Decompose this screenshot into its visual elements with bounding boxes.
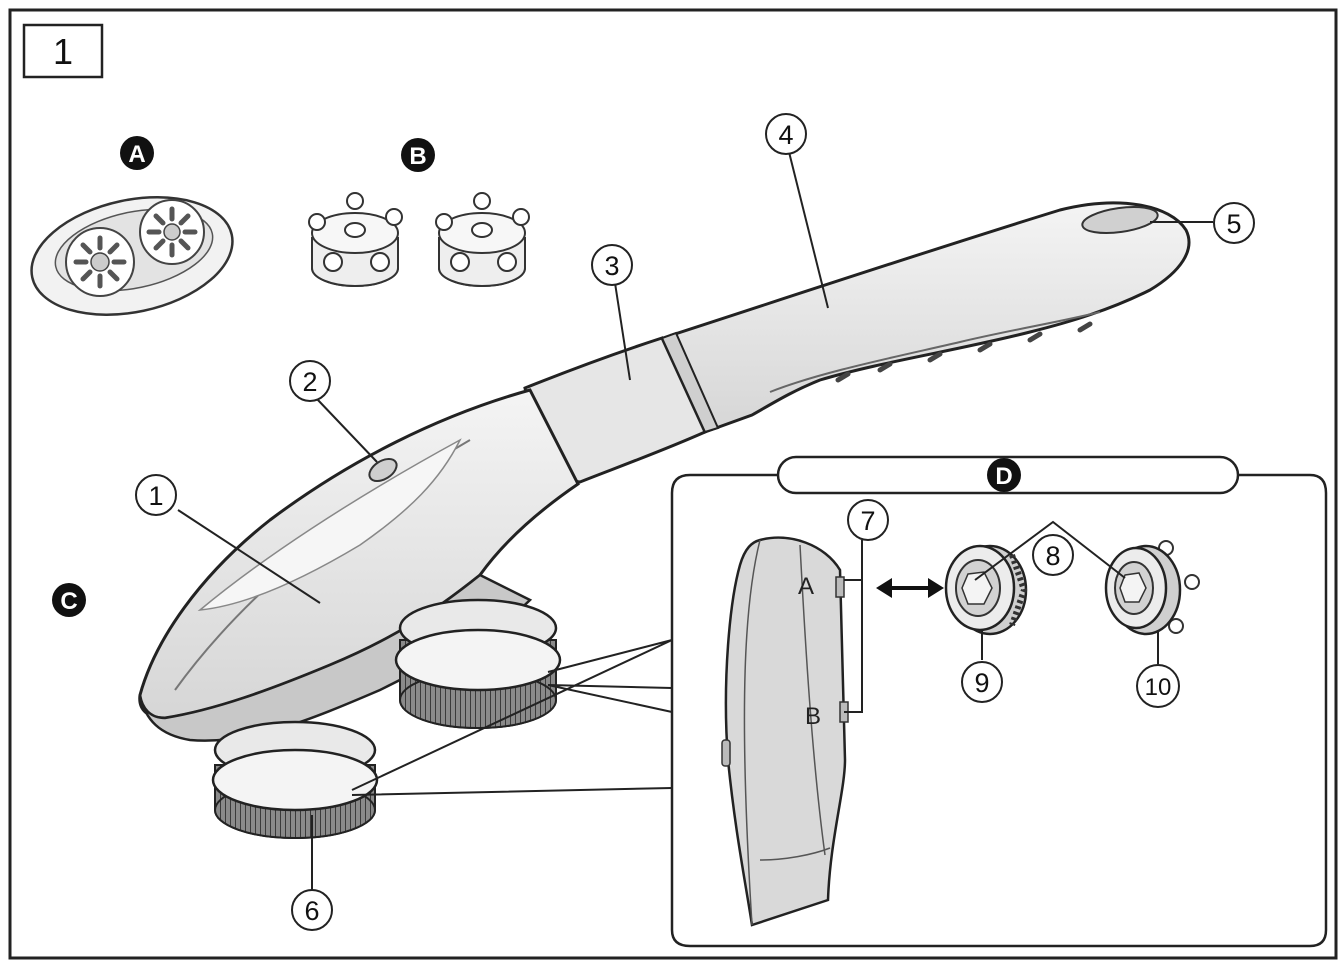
- section-c-label: C: [60, 588, 77, 615]
- callout-1: 1: [135, 474, 177, 516]
- outer-frame: [8, 8, 1338, 960]
- section-a-label: A: [128, 141, 145, 168]
- brush-head-front: [211, 720, 379, 839]
- port-a-label: A: [798, 573, 814, 600]
- callout-9-number: 9: [974, 668, 989, 698]
- callout-7-number: 7: [860, 506, 875, 536]
- zoom-lines: [351, 639, 673, 796]
- figure-number: 1: [53, 31, 73, 72]
- shaft-housing: [724, 536, 847, 927]
- callout-3-number: 3: [604, 251, 619, 281]
- pad-wheel-right: [139, 199, 205, 265]
- figure-number-box: 1: [22, 23, 104, 79]
- attachment-adapter: [1104, 540, 1200, 636]
- handle: [670, 201, 1191, 434]
- attachment-b-nub-right: [435, 192, 530, 287]
- section-d-label: D: [995, 463, 1012, 490]
- power-switch: [1081, 205, 1159, 235]
- callout-4: 4: [765, 113, 807, 155]
- port-b-label: B: [805, 703, 821, 730]
- callout-5-number: 5: [1226, 209, 1241, 239]
- attachment-a-pad: [30, 196, 234, 316]
- callout-6-number: 6: [304, 896, 319, 926]
- callout-8-number: 8: [1045, 541, 1060, 571]
- attachment-b-nub-left: [308, 192, 403, 287]
- mode-button: [368, 457, 398, 483]
- callout-8: 8: [1032, 534, 1074, 576]
- callout-10-number: 10: [1145, 674, 1172, 701]
- callout-7: 7: [847, 499, 889, 541]
- callout-10: 10: [1136, 664, 1180, 708]
- callout-6: 6: [291, 889, 333, 931]
- callout-1-number: 1: [148, 481, 163, 511]
- callout-2-number: 2: [302, 367, 317, 397]
- drive-adapter: [944, 544, 1028, 636]
- section-b-label: B: [409, 143, 426, 170]
- section-b-badge: B: [401, 138, 435, 172]
- callout-4-number: 4: [778, 120, 793, 150]
- massager-body: [138, 201, 1191, 839]
- brush-head-rear: [394, 598, 562, 729]
- pad-wheel-left: [65, 227, 135, 297]
- callout-5: 5: [1213, 202, 1255, 244]
- double-arrow-icon: [876, 578, 944, 598]
- callout-2: 2: [289, 360, 331, 402]
- callout-3: 3: [591, 244, 633, 286]
- callout-9: 9: [961, 661, 1003, 703]
- detail-panel-d: D A B: [351, 455, 1328, 948]
- section-c-badge: C: [52, 583, 86, 617]
- callout-leaders: [177, 151, 1213, 890]
- section-a-badge: A: [120, 136, 154, 170]
